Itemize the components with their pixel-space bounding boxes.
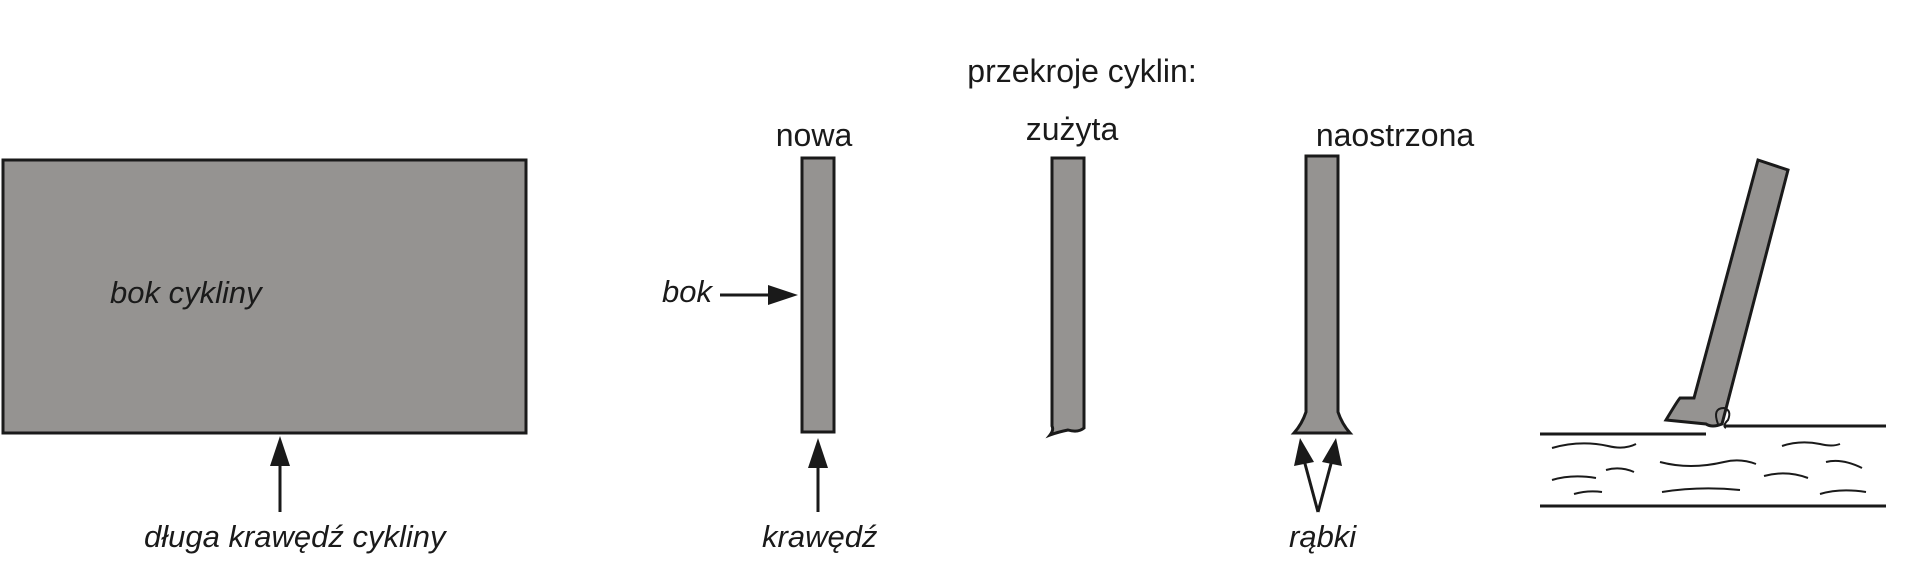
section-sharpened (1290, 154, 1354, 435)
burr-arrow-left-shaft (1302, 459, 1320, 513)
column-title-worn: zużyta (1026, 111, 1119, 147)
side-arrow-head (768, 285, 798, 305)
column-title-sharpened: naostrzona (1316, 117, 1475, 153)
burr-arrow-left-head (1294, 438, 1314, 466)
section-new (800, 156, 836, 434)
long-edge-arrow-head (270, 436, 290, 466)
burr-arrow-right-head (1322, 438, 1342, 466)
burr-arrow-right-shaft (1316, 459, 1334, 513)
scraper-in-use (1663, 158, 1790, 428)
edge-label: krawędź (762, 519, 878, 554)
scraper-side-view (1, 158, 528, 435)
side-label: bok (662, 274, 713, 309)
edge-arrow-head (808, 438, 828, 468)
long-edge-label: długa krawędź cykliny (144, 519, 448, 554)
scraper-side-label: bok cykliny (110, 275, 264, 310)
column-title-new: nowa (776, 117, 853, 153)
burrs-label: rąbki (1289, 519, 1357, 554)
wood-grain (1551, 441, 1867, 495)
section-title: przekroje cyklin: (967, 53, 1196, 89)
section-worn (1045, 156, 1086, 439)
